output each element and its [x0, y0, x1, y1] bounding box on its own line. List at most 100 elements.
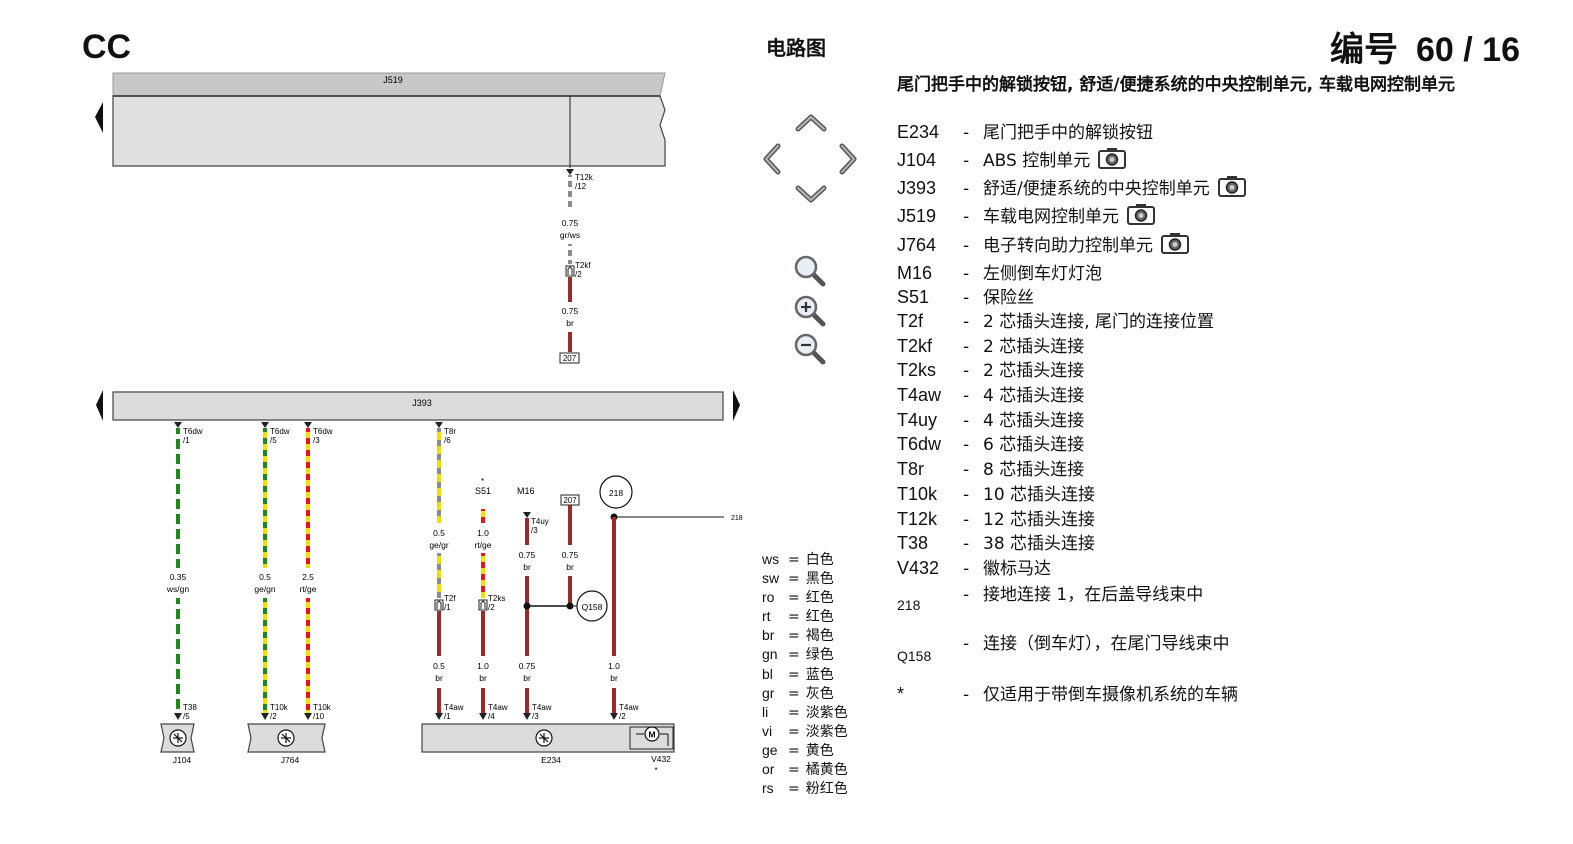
legend-description: 6 芯插头连接	[983, 435, 1085, 455]
label-s51-note: *	[481, 477, 484, 486]
camera-icon[interactable]	[1127, 203, 1155, 225]
color-name: 绿色	[805, 647, 834, 664]
legend-description: 车载电网控制单元	[983, 207, 1119, 227]
legend-dash: -	[963, 685, 970, 705]
legend-item: T2ks-2 芯插头连接	[897, 356, 1084, 381]
wire-size: 0.5	[433, 528, 445, 538]
wire-size: 0.75	[519, 661, 536, 671]
wire-207-q158: 207 0.75 br Q158	[523, 494, 608, 622]
nav-down-icon[interactable]	[794, 184, 828, 206]
color-name: 褐色	[805, 628, 834, 645]
legend-item: T10k-10 芯插头连接	[897, 480, 1095, 505]
page-left-arrow-icon[interactable]	[95, 102, 103, 133]
color-name: 蓝色	[805, 666, 834, 683]
wire-j393-j764-a: T6dw /5 0.5 ge/gn T10k /2	[254, 422, 290, 721]
color-equals: =	[788, 781, 800, 798]
legend-code: J393	[897, 178, 937, 198]
legend-dash: -	[963, 534, 970, 554]
unit-j764: J764	[247, 723, 326, 765]
nav-up-icon[interactable]	[794, 111, 828, 133]
unit-j519: J519	[95, 72, 666, 168]
legend-item: E234-尾门把手中的解锁按钮	[897, 118, 1153, 143]
color-name: 淡紫色	[805, 704, 848, 721]
legend-dash: -	[963, 485, 970, 505]
conn-t6dw: T6dw	[270, 427, 290, 436]
color-key-item: vi=淡紫色	[762, 722, 848, 741]
nav-right-icon[interactable]	[836, 142, 860, 176]
conn-t2ks: T2ks	[488, 594, 505, 603]
camera-icon[interactable]	[1098, 147, 1126, 169]
wire-s51-e234: S51 * 1.0 rt/ge T2ks /2 1.0 br T4aw /4	[474, 477, 507, 721]
legend-dash: -	[963, 361, 970, 381]
conn-t6dw-pin: /1	[183, 436, 190, 445]
legend-item: J519-车载电网控制单元	[897, 202, 1155, 227]
wire-size: 0.75	[519, 550, 536, 560]
conn-t38-pin: /5	[183, 712, 190, 721]
color-code: ge	[762, 741, 778, 758]
splice-q158: Q158	[582, 602, 603, 612]
unit-j393: J393	[96, 390, 740, 421]
legend-code: T2kf	[897, 336, 933, 356]
legend-item: T2kf-2 芯插头连接	[897, 332, 1084, 357]
legend-code: 218	[897, 597, 921, 613]
wire-size: 0.75	[562, 218, 579, 228]
wire-size: 1.0	[608, 661, 620, 671]
conn-t6dw: T6dw	[313, 427, 333, 436]
circuit-diagram: J519 T12k /12 0.75 gr/ws T2kf /2 0.75 br…	[95, 72, 743, 775]
legend-item: V432-徽标马达	[897, 554, 1051, 579]
conn-t10k: T10k	[270, 703, 289, 712]
label-v432: V432	[651, 754, 671, 764]
wire-color: br	[523, 562, 531, 572]
color-key-item: ge=黄色	[762, 741, 848, 760]
color-key-item: rt=红色	[762, 607, 848, 626]
camera-icon[interactable]	[1218, 175, 1246, 197]
color-key-item: gn=绿色	[762, 645, 848, 664]
legend-description: 4 芯插头连接	[983, 411, 1085, 431]
page-number-label: 编号	[1330, 30, 1399, 70]
wire-size: 0.35	[170, 572, 187, 582]
legend-code: T4uy	[897, 410, 938, 430]
conn-t6dw-pin: /5	[270, 436, 277, 445]
legend-dash: -	[963, 411, 970, 431]
page-left-arrow-icon[interactable]	[96, 390, 103, 421]
conn-t4uy-pin: /3	[531, 526, 538, 535]
label-e234: E234	[541, 755, 561, 765]
legend-code: J764	[897, 235, 937, 255]
color-key-item: br=褐色	[762, 626, 848, 645]
wire-size: 0.75	[562, 550, 579, 560]
conn-t38: T38	[183, 703, 197, 712]
legend-dash: -	[963, 207, 970, 227]
label-j393: J393	[412, 398, 432, 408]
camera-icon[interactable]	[1161, 232, 1189, 254]
legend-description: ABS 控制单元	[983, 151, 1091, 171]
label-v432-note: *	[654, 766, 657, 775]
legend-description: 2 芯插头连接	[983, 337, 1085, 357]
wire-j393-j104: T6dw /1 0.35 ws/gn T38 /5	[166, 422, 203, 721]
conn-t12k: T12k	[575, 173, 594, 182]
color-key-item: li=淡紫色	[762, 703, 848, 722]
legend-item: M16-左侧倒车灯灯泡	[897, 259, 1102, 284]
legend-description: 徽标马达	[983, 559, 1051, 579]
zoom-out-icon[interactable]	[792, 331, 828, 367]
page-right-arrow-icon[interactable]	[733, 390, 740, 421]
wire-size: 2.5	[302, 572, 314, 582]
fuse-ref-207: 207	[563, 496, 577, 505]
legend-code: T2f	[897, 311, 924, 331]
legend-code: T8r	[897, 459, 924, 479]
navigation-panel	[760, 105, 860, 365]
legend-code: S51	[897, 287, 930, 307]
wire-color: br	[566, 318, 574, 328]
wire-size: 0.5	[259, 572, 271, 582]
nav-left-icon[interactable]	[760, 142, 784, 176]
wire-color: br	[435, 673, 443, 683]
wire-size: 0.75	[562, 306, 579, 316]
color-name: 白色	[805, 552, 834, 568]
zoom-in-icon[interactable]	[792, 293, 828, 329]
zoom-fit-icon[interactable]	[792, 253, 828, 289]
conn-t4uy: T4uy	[531, 517, 549, 526]
color-code: vi	[762, 722, 773, 739]
legend-dash: -	[963, 634, 970, 654]
conn-t8r-pin: /6	[444, 436, 451, 445]
conn-t6dw-pin: /3	[313, 436, 320, 445]
